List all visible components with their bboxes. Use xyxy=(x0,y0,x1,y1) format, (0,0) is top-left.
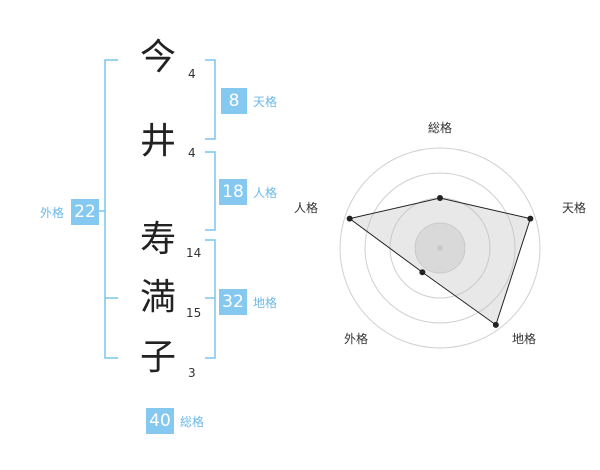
radar-point-5 xyxy=(346,215,353,222)
radar-axis-label-1: 総格 xyxy=(428,120,452,135)
chikaku-bracket xyxy=(205,239,216,359)
name-char-1: 今 xyxy=(139,37,176,78)
jinkaku-bracket xyxy=(205,151,216,231)
soukaku-label: 総格 xyxy=(180,415,205,429)
tenkaku-value: 8 xyxy=(221,88,247,114)
radar-point-4 xyxy=(419,269,426,276)
radar-axis-label-5: 人格 xyxy=(294,200,318,215)
radar-ring xyxy=(364,172,516,324)
gaikaku-label: 外格 xyxy=(40,206,65,220)
name-char-5: 子 xyxy=(139,337,176,378)
name-char-2: 井 xyxy=(139,121,176,162)
gaikaku-bracket xyxy=(104,59,118,359)
jinkaku-value: 18 xyxy=(219,179,247,205)
radar-center-dot xyxy=(437,245,443,251)
radar-axis-label-2: 天格 xyxy=(562,200,586,215)
radar-point-2 xyxy=(527,215,534,222)
soukaku-value: 40 xyxy=(146,408,174,434)
stroke-count-2: 4 xyxy=(188,146,196,160)
chikaku-value: 32 xyxy=(219,289,247,315)
stroke-count-1: 4 xyxy=(188,67,196,81)
radar-axis-label-4: 外格 xyxy=(344,331,368,346)
radar-point-1 xyxy=(437,195,443,201)
gaikaku-value: 22 xyxy=(71,199,99,225)
chikaku-label: 地格 xyxy=(253,296,278,310)
tenkaku-label: 天格 xyxy=(253,95,278,109)
radar-series-polygon xyxy=(348,197,531,326)
name-char-4: 満 xyxy=(139,277,176,318)
name-char-3: 寿 xyxy=(139,219,176,260)
radar-point-3 xyxy=(492,321,499,328)
stroke-count-5: 3 xyxy=(188,366,196,380)
stroke-count-4: 15 xyxy=(186,306,202,320)
stroke-count-3: 14 xyxy=(186,246,202,260)
tenkaku-bracket xyxy=(205,59,216,140)
radar-axis-label-3: 地格 xyxy=(512,331,536,346)
jinkaku-label: 人格 xyxy=(253,186,278,200)
